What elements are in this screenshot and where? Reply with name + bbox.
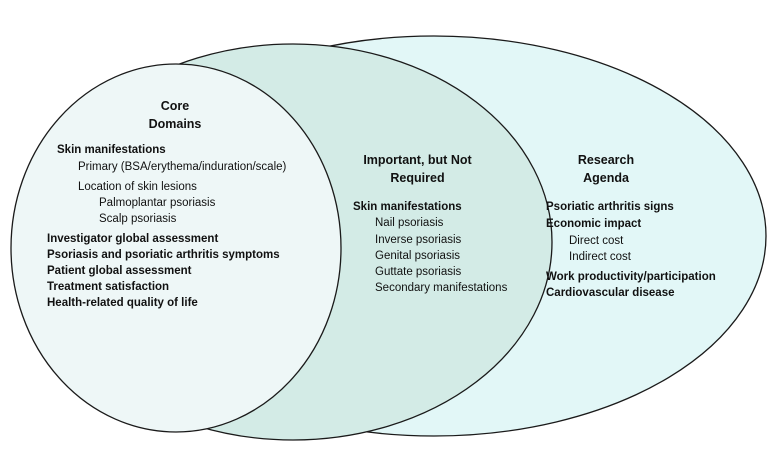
core-item-qol: Health-related quality of life: [47, 297, 198, 309]
important-secondary: Secondary manifestations: [375, 282, 508, 294]
important-title-line1: Important, but Not: [363, 153, 472, 167]
core-item-satisfaction: Treatment satisfaction: [47, 281, 170, 293]
research-direct-cost: Direct cost: [569, 235, 624, 247]
research-title-line1: Research: [577, 153, 635, 167]
core-primary: Primary (BSA/erythema/induration/scale): [78, 161, 287, 173]
core-item-pga: Patient global assessment: [47, 265, 192, 277]
important-genital: Genital psoriasis: [375, 250, 461, 262]
core-item-symptoms: Psoriasis and psoriatic arthritis sympto…: [47, 249, 280, 261]
important-title: Important, but Not Required: [345, 151, 490, 187]
research-item-psa: Psoriatic arthritis signs: [546, 201, 674, 213]
important-title-line2: Required: [390, 171, 445, 185]
important-inverse: Inverse psoriasis: [375, 234, 462, 246]
research-item-economic: Economic impact: [546, 218, 642, 230]
core-domains-title: Core Domains: [135, 97, 215, 133]
core-title-line1: Core: [160, 99, 190, 113]
important-guttate: Guttate psoriasis: [375, 266, 462, 278]
core-scalp: Scalp psoriasis: [99, 213, 177, 225]
core-palmoplantar: Palmoplantar psoriasis: [99, 197, 216, 209]
core-domains-ellipse: [10, 63, 342, 433]
important-nail: Nail psoriasis: [375, 217, 444, 229]
research-item-work: Work productivity/participation: [546, 271, 716, 283]
core-title-line2: Domains: [148, 117, 202, 131]
research-item-cardio: Cardiovascular disease: [546, 287, 675, 299]
research-title: Research Agenda: [566, 151, 646, 187]
important-skin-manifestations: Skin manifestations: [353, 201, 462, 213]
research-indirect-cost: Indirect cost: [569, 251, 631, 263]
core-skin-manifestations: Skin manifestations: [57, 144, 166, 156]
research-title-line2: Agenda: [583, 171, 629, 185]
core-location: Location of skin lesions: [78, 181, 197, 193]
core-item-iga: Investigator global assessment: [47, 233, 219, 245]
